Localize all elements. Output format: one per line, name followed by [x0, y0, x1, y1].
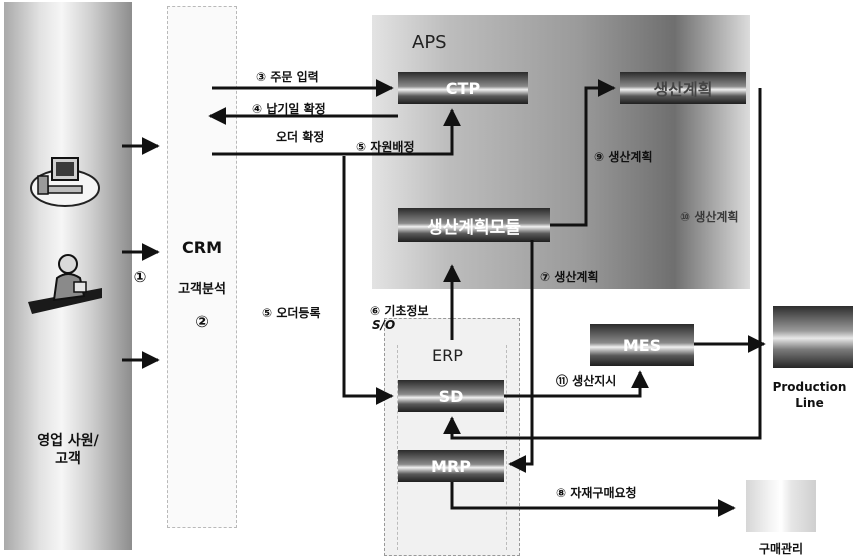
- crm-step-2: ②: [195, 312, 209, 331]
- crm-step-1: ①: [133, 268, 147, 286]
- sales-label-line2: 고객: [55, 451, 81, 467]
- production-label-line1: Production: [772, 380, 847, 394]
- label-material-request: ⑧ 자재구매요청: [556, 486, 637, 500]
- planning-module: 생산계획모듈: [398, 208, 550, 242]
- computer-icon: [30, 157, 100, 207]
- label-instruction: ⑪ 생산지시: [556, 374, 617, 388]
- label-delivery-confirm: ④ 납기일 확정: [252, 102, 326, 116]
- label-plan-7: ⑦ 생산계획: [540, 270, 599, 284]
- label-plan-10: ⑩ 생산계획: [680, 210, 739, 224]
- aps-top-right-module: 생산계획: [620, 72, 746, 104]
- crm-title: CRM: [182, 238, 222, 257]
- ctp-module: CTP: [398, 72, 528, 104]
- label-plan-9: ⑨ 생산계획: [594, 150, 653, 164]
- erp-title: ERP: [432, 346, 463, 365]
- aps-title: APS: [412, 32, 447, 53]
- person-at-desk-icon: [28, 254, 102, 314]
- crm-subtitle: 고객분석: [178, 282, 226, 297]
- label-order-confirm: 오더 확정: [276, 130, 325, 144]
- mrp-module: MRP: [398, 450, 504, 482]
- label-order-register: ⑤ 오더등록: [262, 306, 321, 320]
- label-order-input: ③ 주문 입력: [256, 70, 319, 84]
- purchasing-label: 구매관리: [758, 542, 804, 556]
- production-line-block: [773, 306, 853, 368]
- aps-area: [372, 15, 750, 289]
- purchasing-block: [746, 480, 816, 532]
- label-so: S/O: [372, 318, 396, 332]
- sales-label-line1: 영업 사원/: [37, 433, 99, 449]
- crm-column: [167, 6, 237, 528]
- erp-inner-frame: [397, 345, 507, 550]
- production-label-line2: Line: [795, 396, 824, 410]
- label-basic-info: ⑥ 기초정보: [370, 304, 429, 318]
- sd-module: SD: [398, 380, 504, 412]
- mes-module: MES: [590, 324, 694, 366]
- label-resource-alloc: ⑤ 자원배정: [356, 140, 415, 154]
- sales-label: 영업 사원/ 고객: [4, 432, 132, 468]
